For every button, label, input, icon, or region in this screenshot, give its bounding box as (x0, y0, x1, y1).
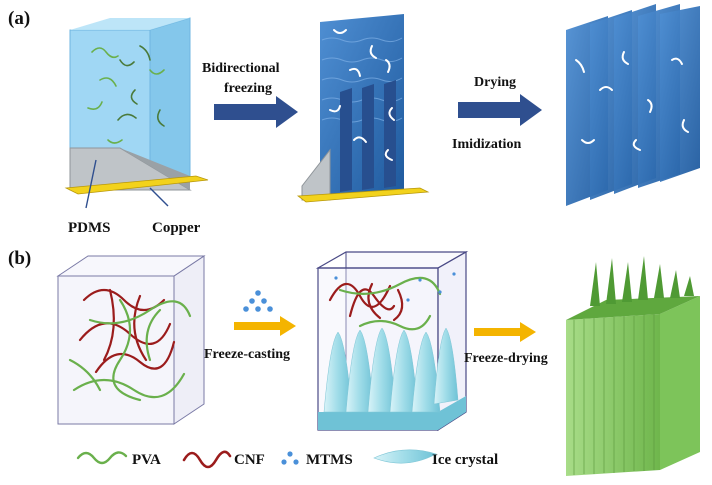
aerogel-front (566, 314, 660, 476)
ice-column-2 (362, 84, 374, 190)
aerogel-lamellae-lines (573, 314, 655, 475)
legend-mtms-swatch (281, 451, 299, 465)
copper-plate (64, 175, 209, 195)
legend-cnf-label: CNF (234, 452, 265, 468)
bidirectional-freezing-label-2: freezing (224, 81, 272, 96)
legend-ice-swatch (373, 449, 437, 464)
pdms-label: PDMS (68, 220, 111, 236)
white-fibers-a2 (329, 29, 395, 161)
cube-right (173, 255, 205, 425)
ice-column-3 (384, 80, 396, 188)
ice-crystal-6 (433, 327, 459, 405)
mtms-drop-2 (249, 298, 255, 304)
box-top (70, 18, 190, 30)
mtms-drops (243, 290, 273, 312)
legend: PVA CNF MTMS Ice crystal (76, 449, 498, 469)
legend-mtms-label: MTMS (306, 452, 353, 468)
cube-top (56, 255, 206, 277)
legend-cnf-swatch (182, 450, 232, 469)
sheet-5 (660, 6, 700, 182)
arrow-freeze-drying (474, 322, 536, 342)
freeze-casting-cube (315, 250, 469, 432)
drying-label: Drying (474, 75, 516, 90)
solution-box (64, 17, 209, 209)
freeze-drying-label: Freeze-drying (464, 351, 548, 366)
legend-pva-swatch (76, 451, 128, 465)
ice-base (318, 396, 466, 430)
suspension-cube (56, 255, 206, 425)
arrow-drying (458, 94, 542, 126)
mtms-dots-in-cube (334, 272, 456, 302)
ice-column-1 (340, 88, 352, 192)
mtms-drop-5 (255, 306, 261, 312)
aerogel-top-fins (590, 256, 694, 306)
lamellar-aerogel (566, 256, 700, 476)
panel-b-label: (b) (8, 248, 31, 269)
frozen-structure (296, 14, 430, 203)
copper-plate-2 (296, 187, 430, 203)
fiber-network-b1 (68, 288, 192, 402)
white-fibers-a3 (575, 51, 689, 151)
panel-a: (a) PDMS Copper (8, 4, 700, 236)
cube-front (57, 275, 175, 425)
aerogel-top (566, 296, 700, 320)
ice-crystals (323, 327, 459, 413)
mtms-drop-4 (243, 306, 249, 312)
bidirectional-freezing-label-1: Bidirectional (202, 61, 280, 76)
legend-pva-label: PVA (132, 452, 161, 468)
aerogel-sheets (566, 4, 700, 206)
panel-a-label: (a) (8, 8, 30, 29)
fiber-network-b2 (328, 276, 442, 331)
fiber-cluster-a1 (87, 45, 165, 144)
panel-b: (b) (8, 248, 700, 476)
aerogel-right (660, 296, 700, 470)
freeze-casting-label: Freeze-casting (204, 347, 290, 362)
legend-ice-label: Ice crystal (432, 452, 498, 468)
mtms-drop-3 (261, 298, 267, 304)
arrow-bidirectional-freezing (214, 96, 298, 128)
mtms-drop-6 (267, 306, 273, 312)
arrow-freeze-casting (234, 316, 296, 336)
mtms-drop-1 (255, 290, 261, 296)
copper-pointer (149, 187, 169, 207)
copper-label: Copper (152, 220, 201, 236)
pdms-wedge-2 (301, 148, 331, 201)
pdms-pointer (85, 159, 97, 209)
imidization-label: Imidization (452, 137, 521, 152)
